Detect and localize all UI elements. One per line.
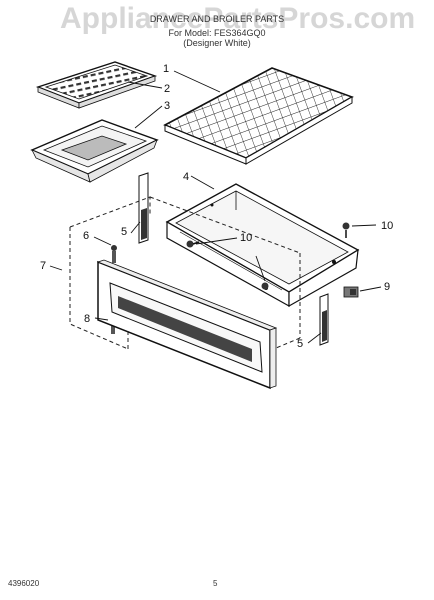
- screw-10c: [342, 222, 350, 238]
- drawer-slide-left: [138, 172, 149, 244]
- screw-10a: [186, 240, 200, 248]
- callout-7: 7: [40, 260, 46, 272]
- dashed-assembly-outline: [69, 196, 301, 350]
- callout-6: 6: [83, 230, 89, 242]
- callout-3: 3: [164, 100, 170, 112]
- callout-10a: 10: [240, 232, 252, 244]
- callout-labels: 1 2 3 4 5 6 7 8 5 10 10 9: [40, 63, 393, 350]
- callout-9: 9: [384, 281, 390, 293]
- callout-4: 4: [183, 171, 189, 183]
- callout-8: 8: [84, 313, 90, 325]
- drawer-slide-right: [319, 293, 329, 346]
- oven-rack: [163, 67, 354, 165]
- document-number: 4396020: [8, 579, 40, 588]
- callout-1: 1: [163, 63, 169, 75]
- bolt-6: [111, 245, 117, 263]
- designer-line: (Designer White): [183, 38, 251, 48]
- drawer-clip: [343, 286, 359, 298]
- broiler-pan: [30, 119, 159, 183]
- page-number: 5: [213, 579, 218, 588]
- callout-5a: 5: [121, 226, 127, 238]
- screw-10b: [261, 282, 269, 290]
- diagram-title: DRAWER AND BROILER PARTS: [149, 14, 285, 24]
- watermark: AppliancePartsPros.com: [60, 2, 416, 35]
- drawer-front-panel: [96, 259, 278, 390]
- callout-10b: 10: [381, 220, 393, 232]
- model-line: For Model: FES364GQ0: [168, 28, 266, 38]
- callout-5b: 5: [297, 338, 303, 350]
- broiler-pan-insert: [35, 61, 158, 109]
- callout-2: 2: [164, 83, 170, 95]
